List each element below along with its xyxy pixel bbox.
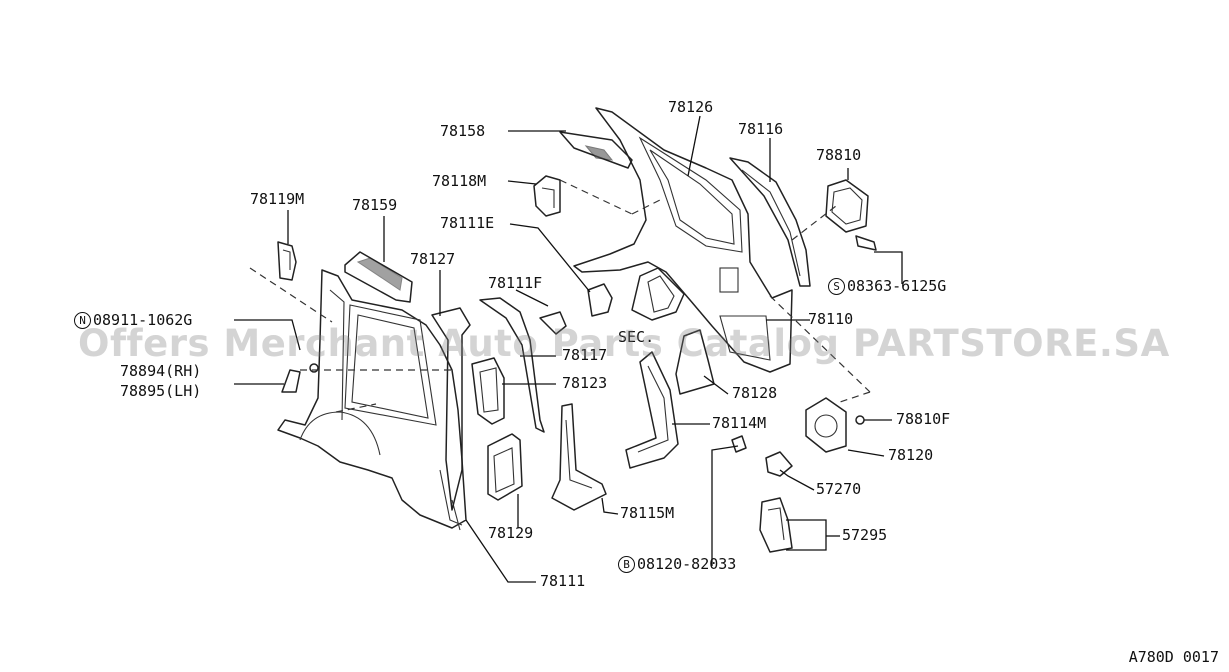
label-78128: 78128 [732,384,778,402]
part-57295-plate[interactable] [759,497,793,553]
part-78159-upper-rail[interactable] [344,251,413,303]
part-78114M-panel[interactable] [625,351,679,469]
label-78810: 78810 [816,146,862,164]
label-78118M: 78118M [432,172,487,190]
label-08911-1062G: N 08911-1062G [74,312,192,329]
part-78129-lower-panel[interactable] [487,433,523,501]
label-78120: 78120 [888,446,934,464]
diagram-code: A780D 0017 [1128,648,1219,666]
part-78118M-part[interactable] [533,175,561,217]
part-78111F-strip[interactable] [479,297,567,433]
label-78117: 78117 [562,346,608,364]
label-08120-82033-text: 08120-82033 [637,555,737,573]
label-78111F: 78111F [488,274,543,292]
label-78158: 78158 [440,122,486,140]
part-78810F-screw[interactable] [855,415,865,425]
part-78120-cover[interactable] [805,397,847,453]
part-78126-inner-panel[interactable] [573,107,793,373]
label-57270: 57270 [816,480,862,498]
label-78119M: 78119M [250,190,305,208]
part-78123-panel[interactable] [471,357,505,425]
part-78119M-bracket[interactable] [277,241,297,281]
label-08363-6125G: S 08363-6125G [828,278,946,295]
label-08363-6125G-text: 08363-6125G [847,277,947,295]
label-78111E: 78111E [440,214,495,232]
label-78159: 78159 [352,196,398,214]
screw-symbol-S: S [828,278,845,295]
part-78810-housing[interactable] [825,179,877,251]
label-78110: 78110 [808,310,854,328]
part-78111E-bracket[interactable] [587,283,613,317]
nut-symbol-N: N [74,312,91,329]
label-78111: 78111 [540,572,586,590]
part-section-piece[interactable] [631,267,685,321]
label-78810F: 78810F [896,410,951,428]
part-57270-bracket[interactable] [765,451,793,477]
part-78894-78895-clip[interactable] [281,363,319,393]
label-78129: 78129 [488,524,534,542]
label-08911-1062G-text: 08911-1062G [93,311,193,329]
part-78127-pillar[interactable] [431,307,471,511]
label-section: SEC. [618,328,655,346]
label-57295: 57295 [842,526,888,544]
label-78114M: 78114M [712,414,767,432]
label-78116: 78116 [738,120,784,138]
part-78116-strip[interactable] [729,157,811,287]
watermark-text: Offers Merchant Auto Parts Catalog PARTS… [78,322,1170,365]
label-78895-LH: 78895(LH) [120,382,202,400]
label-08120-82033: B 08120-82033 [618,556,736,573]
leader-lines [234,115,903,583]
part-78158-rail[interactable] [559,131,633,169]
label-78894-RH: 78894(RH) [120,362,202,380]
label-78115M: 78115M [620,504,675,522]
label-78127: 78127 [410,250,456,268]
label-78123: 78123 [562,374,608,392]
relation-dashed-lines [249,179,871,413]
part-78111-rear-fender-panel[interactable] [277,269,467,531]
label-78126: 78126 [668,98,714,116]
part-08120-bolt[interactable] [731,435,747,453]
bolt-symbol-B: B [618,556,635,573]
part-78115M-brace[interactable] [551,403,607,511]
